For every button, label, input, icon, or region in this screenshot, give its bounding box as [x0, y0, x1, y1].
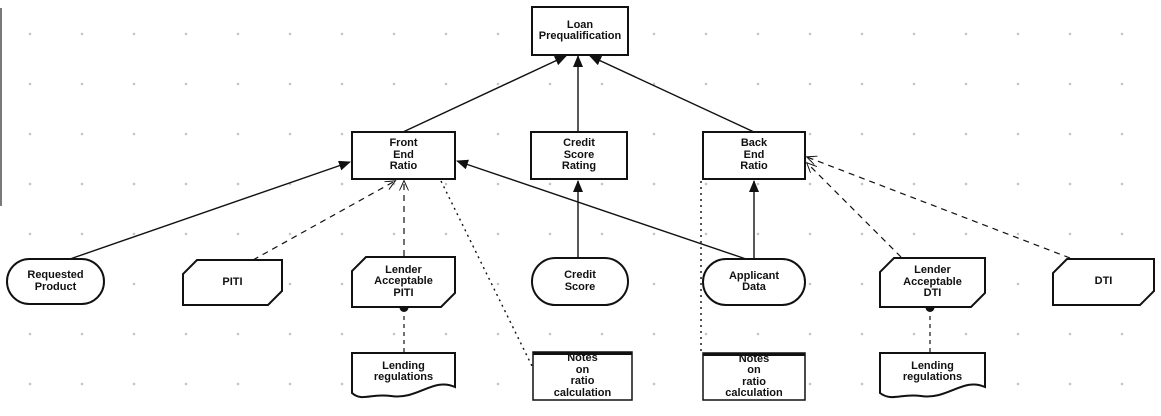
- node-loan-prequalification-shape: [531, 6, 629, 56]
- node-label: Back End Ratio: [740, 137, 768, 173]
- node-label: Requested Product: [27, 269, 84, 293]
- node-applicant-data[interactable]: Applicant Data: [703, 259, 805, 305]
- edge-requested-product-to-front-end-ratio[interactable]: [69, 160, 351, 260]
- node-piti-shape: [182, 259, 283, 306]
- node-label: Lender Acceptable DTI: [903, 264, 962, 300]
- node-label: Lending regulations: [373, 359, 434, 383]
- node-label: DTI: [1094, 275, 1113, 288]
- node-label: Applicant Data: [728, 269, 780, 293]
- node-back-end-ratio[interactable]: Back End Ratio: [703, 132, 805, 179]
- node-lending-regulations-1-shape: [351, 352, 456, 399]
- node-notes-1-shape: [532, 351, 633, 401]
- node-requested-product[interactable]: Requested Product: [7, 259, 104, 304]
- edge-front-end-ratio-to-loan-prequalification[interactable]: [402, 55, 567, 133]
- node-label: Front End Ratio: [389, 137, 418, 173]
- edge-front-end-ratio-to-notes-1[interactable]: [440, 180, 533, 367]
- node-notes-2-shape: [702, 352, 806, 401]
- node-notes-on-ratio-calculation-2[interactable]: Notes on ratio calculation: [703, 353, 805, 400]
- node-requested-product-shape: [6, 258, 105, 305]
- node-lending-regulations-2-shape: [879, 352, 986, 399]
- node-front-end-ratio-shape: [351, 131, 456, 180]
- node-applicant-data-shape: [702, 258, 806, 306]
- node-label: Notes on ratio calculation: [725, 352, 783, 399]
- node-credit-score[interactable]: Credit Score: [532, 258, 628, 305]
- edge-back-end-ratio-to-loan-prequalification[interactable]: [589, 55, 755, 133]
- node-label: PITI: [222, 275, 243, 288]
- node-label: Credit Score Rating: [561, 137, 597, 173]
- node-loan-prequalification[interactable]: Loan Prequalification: [532, 7, 628, 55]
- node-piti[interactable]: PITI: [183, 260, 282, 305]
- node-lender-acceptable-piti-shape: [351, 256, 456, 308]
- node-lending-regulations-1[interactable]: Lending regulations: [352, 353, 455, 397]
- edge-lender-acceptable-dti-to-back-end-ratio[interactable]: [805, 161, 902, 258]
- node-back-end-ratio-shape: [702, 131, 806, 180]
- node-label: Lender Acceptable PITI: [374, 263, 433, 299]
- node-lender-acceptable-dti-shape: [879, 257, 986, 308]
- node-label: Credit Score: [564, 269, 596, 293]
- node-dti-shape: [1052, 258, 1155, 306]
- edge-piti-to-front-end-ratio[interactable]: [252, 180, 397, 261]
- node-label: Lending regulations: [902, 359, 963, 383]
- node-credit-score-rating[interactable]: Credit Score Rating: [531, 132, 627, 179]
- node-notes-on-ratio-calculation-1[interactable]: Notes on ratio calculation: [533, 352, 632, 400]
- edge-applicant-data-to-front-end-ratio[interactable]: [456, 159, 747, 260]
- node-label: Loan Prequalification: [538, 18, 622, 42]
- node-front-end-ratio[interactable]: Front End Ratio: [352, 132, 455, 179]
- node-lender-acceptable-dti[interactable]: Lender Acceptable DTI: [880, 258, 985, 307]
- edge-dti-to-back-end-ratio[interactable]: [805, 155, 1071, 259]
- node-lending-regulations-2[interactable]: Lending regulations: [880, 353, 985, 397]
- node-dti[interactable]: DTI: [1053, 259, 1154, 305]
- node-credit-score-shape: [531, 257, 629, 306]
- node-lender-acceptable-piti[interactable]: Lender Acceptable PITI: [352, 257, 455, 307]
- node-credit-score-rating-shape: [530, 131, 628, 180]
- node-label: Notes on ratio calculation: [553, 352, 612, 399]
